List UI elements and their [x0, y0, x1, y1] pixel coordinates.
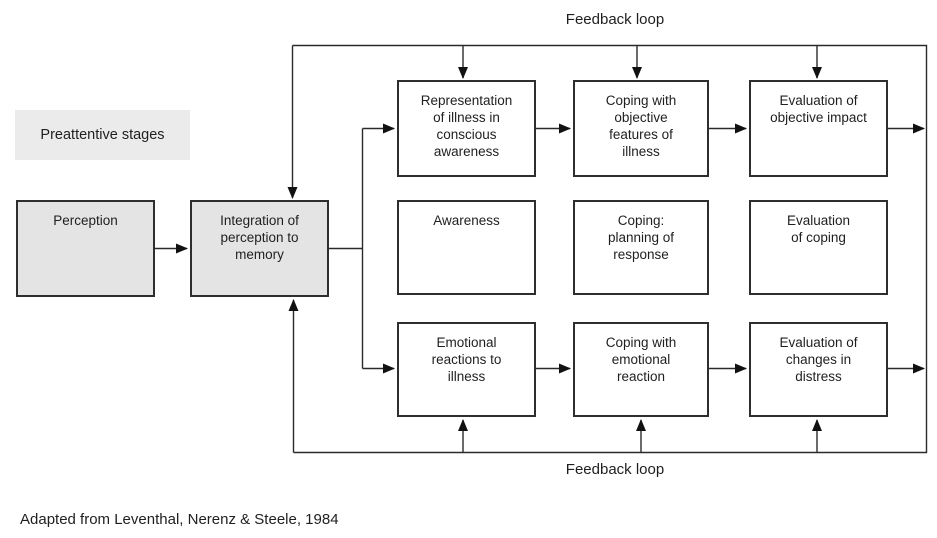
preattentive-stages-label: Preattentive stages: [15, 110, 190, 160]
feedback-loop-top-label: Feedback loop: [565, 11, 665, 28]
box-awareness: Awareness: [397, 200, 536, 295]
box-representation-illness: Representation of illness in conscious a…: [397, 80, 536, 177]
box-coping-planning-response: Coping: planning of response: [573, 200, 709, 295]
box-evaluation-changes-distress: Evaluation of changes in distress: [749, 322, 888, 417]
feedback-loop-bottom-label: Feedback loop: [565, 461, 665, 478]
box-coping-emotional-reaction: Coping with emotional reaction: [573, 322, 709, 417]
box-coping-objective: Coping with objective features of illnes…: [573, 80, 709, 177]
box-evaluation-objective-impact: Evaluation of objective impact: [749, 80, 888, 177]
feedback-loop-line: [292, 44, 928, 454]
box-perception: Perception: [16, 200, 155, 297]
box-emotional-reactions: Emotional reactions to illness: [397, 322, 536, 417]
source-caption: Adapted from Leventhal, Nerenz & Steele,…: [20, 511, 339, 528]
box-evaluation-of-coping: Evaluation of coping: [749, 200, 888, 295]
box-integration-perception-memory: Integration of perception to memory: [190, 200, 329, 297]
